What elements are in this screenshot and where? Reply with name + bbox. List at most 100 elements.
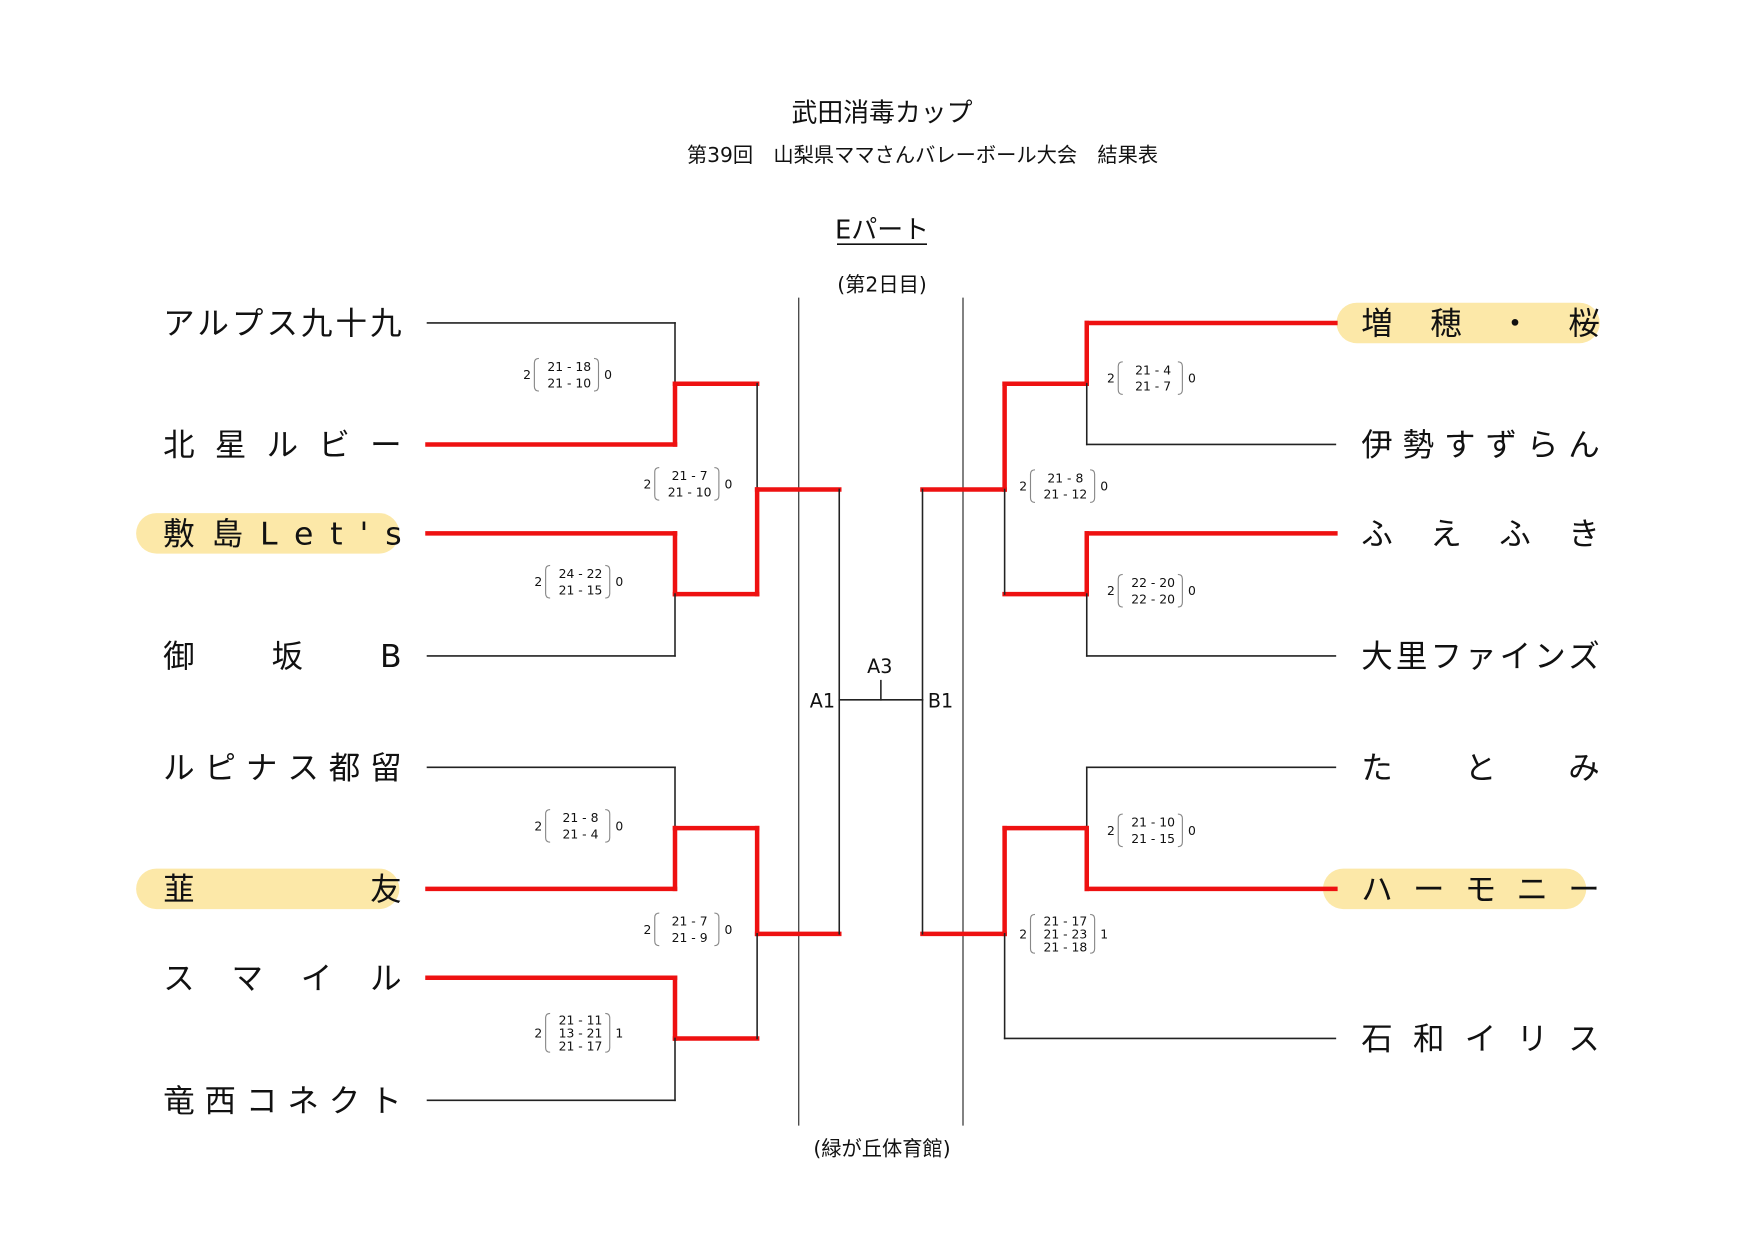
sets-won-top: 2: [534, 1026, 542, 1040]
sets-won-top: 2: [644, 923, 652, 937]
team-name: スマイル: [163, 961, 402, 997]
match-score: 2 21 - 8 21 - 4 0: [534, 808, 623, 843]
bracket-close: [1177, 361, 1183, 395]
match-score: 2 24 - 22 21 - 15 0: [534, 564, 623, 599]
set-score: 21 - 7: [672, 469, 708, 483]
bracket-close: [1090, 913, 1096, 954]
bracket-open: [1029, 913, 1036, 954]
sets-won-top: 2: [1107, 584, 1115, 598]
sets-won-bottom: 0: [1100, 480, 1108, 494]
set-score: 21 - 8: [1047, 471, 1083, 485]
bracket-close: [605, 1012, 611, 1053]
set-score: 21 - 7: [1135, 380, 1171, 394]
match-score: 2 22 - 20 22 - 20 0: [1107, 573, 1196, 608]
team-name: 石和イリス: [1361, 1022, 1600, 1058]
team-name: たとみ: [1361, 751, 1600, 787]
bracket-open: [533, 357, 539, 392]
sets-won-top: 2: [523, 368, 531, 382]
set-score: 21 - 8: [563, 811, 599, 825]
sets-won-top: 2: [644, 477, 652, 491]
team-name: 竜西コネクト: [163, 1084, 402, 1120]
sets-won-bottom: 0: [725, 923, 733, 937]
bracket-open: [545, 564, 551, 599]
bracket-open: [545, 1012, 551, 1053]
bracket-open: [1117, 573, 1123, 608]
b1-label: B1: [928, 690, 953, 713]
team-name: アルプス九十九: [163, 306, 402, 342]
part-heading: Eパート: [835, 216, 929, 246]
bracket-close: [1177, 813, 1183, 848]
winner-highlight: [1323, 868, 1587, 910]
sets-won-top: 2: [534, 575, 542, 589]
winner-highlight: [136, 513, 400, 554]
sets-won-top: 2: [1019, 480, 1027, 494]
match-score: 2 21 - 7 21 - 10 0: [644, 466, 733, 501]
set-score: 21 - 4: [563, 827, 599, 841]
set-score: 24 - 22: [559, 567, 603, 581]
bracket-close: [1090, 469, 1096, 503]
set-score: 21 - 18: [1043, 940, 1087, 954]
sets-won-bottom: 0: [604, 368, 612, 382]
team-name: 大里ファインズ: [1361, 639, 1600, 675]
set-score: 22 - 20: [1131, 576, 1175, 590]
sets-won-bottom: 0: [1188, 824, 1196, 838]
venue-label: (緑が丘体育館): [813, 1136, 950, 1160]
set-score: 21 - 10: [668, 485, 712, 499]
sets-won-bottom: 0: [1188, 372, 1196, 386]
sets-won-top: 2: [1107, 372, 1115, 386]
day-label: (第2日目): [837, 272, 926, 296]
bracket-close: [714, 912, 720, 947]
bracket-close: [714, 466, 720, 501]
set-score: 21 - 10: [1131, 816, 1175, 830]
set-score: 21 - 23: [1043, 927, 1087, 941]
sets-won-top: 2: [534, 819, 542, 833]
set-score: 21 - 4: [1135, 363, 1171, 377]
sets-won-bottom: 0: [1188, 584, 1196, 598]
match-score: 2 21 - 18 21 - 10 0: [523, 357, 612, 392]
bracket-close: [605, 808, 611, 843]
set-score: 21 - 15: [559, 583, 603, 597]
set-score: 21 - 15: [1131, 832, 1175, 846]
set-score: 21 - 18: [547, 360, 591, 374]
set-score: 21 - 17: [1043, 914, 1087, 928]
sets-won-top: 2: [1019, 927, 1027, 941]
set-score: 21 - 12: [1043, 488, 1087, 502]
team-name: ふえふき: [1361, 517, 1600, 553]
title: 武田消毒カップ: [791, 99, 972, 129]
set-score: 22 - 20: [1131, 592, 1175, 606]
bracket-open: [1117, 361, 1123, 395]
sets-won-bottom: 0: [615, 819, 623, 833]
team-name: 伊勢すずらん: [1361, 428, 1600, 464]
set-score: 21 - 10: [547, 376, 591, 390]
team-name: 御坂B: [163, 639, 402, 675]
set-score: 21 - 7: [672, 915, 708, 929]
match-score: 2 21 - 7 21 - 9 0: [644, 912, 733, 947]
bracket-open: [1117, 813, 1123, 848]
bracket-open: [1029, 469, 1036, 503]
match-score: 2 21 - 10 21 - 15 0: [1107, 813, 1196, 848]
bracket-close: [605, 564, 611, 599]
a1-label: A1: [810, 690, 835, 713]
set-score: 21 - 11: [559, 1013, 603, 1027]
team-name: 北星ルビー: [163, 428, 402, 464]
winner-highlight: [1336, 302, 1600, 344]
match-score: 2 21 - 8 21 - 12 0: [1019, 469, 1108, 503]
sets-won-bottom: 1: [615, 1026, 623, 1040]
sets-won-bottom: 1: [1100, 927, 1108, 941]
bracket-open: [654, 466, 660, 501]
winner-highlight: [136, 868, 400, 910]
bracket-close: [1177, 573, 1183, 608]
bracket-close: [593, 357, 600, 392]
sets-won-bottom: 0: [725, 477, 733, 491]
set-score: 21 - 9: [672, 931, 708, 945]
set-score: 21 - 17: [559, 1039, 603, 1053]
bracket-open: [654, 912, 660, 947]
set-score: 13 - 21: [559, 1026, 603, 1040]
sets-won-bottom: 0: [615, 575, 623, 589]
match-score: 2 21 - 4 21 - 7 0: [1107, 361, 1196, 395]
team-name: ルピナス都留: [163, 751, 402, 787]
sets-won-top: 2: [1107, 824, 1115, 838]
